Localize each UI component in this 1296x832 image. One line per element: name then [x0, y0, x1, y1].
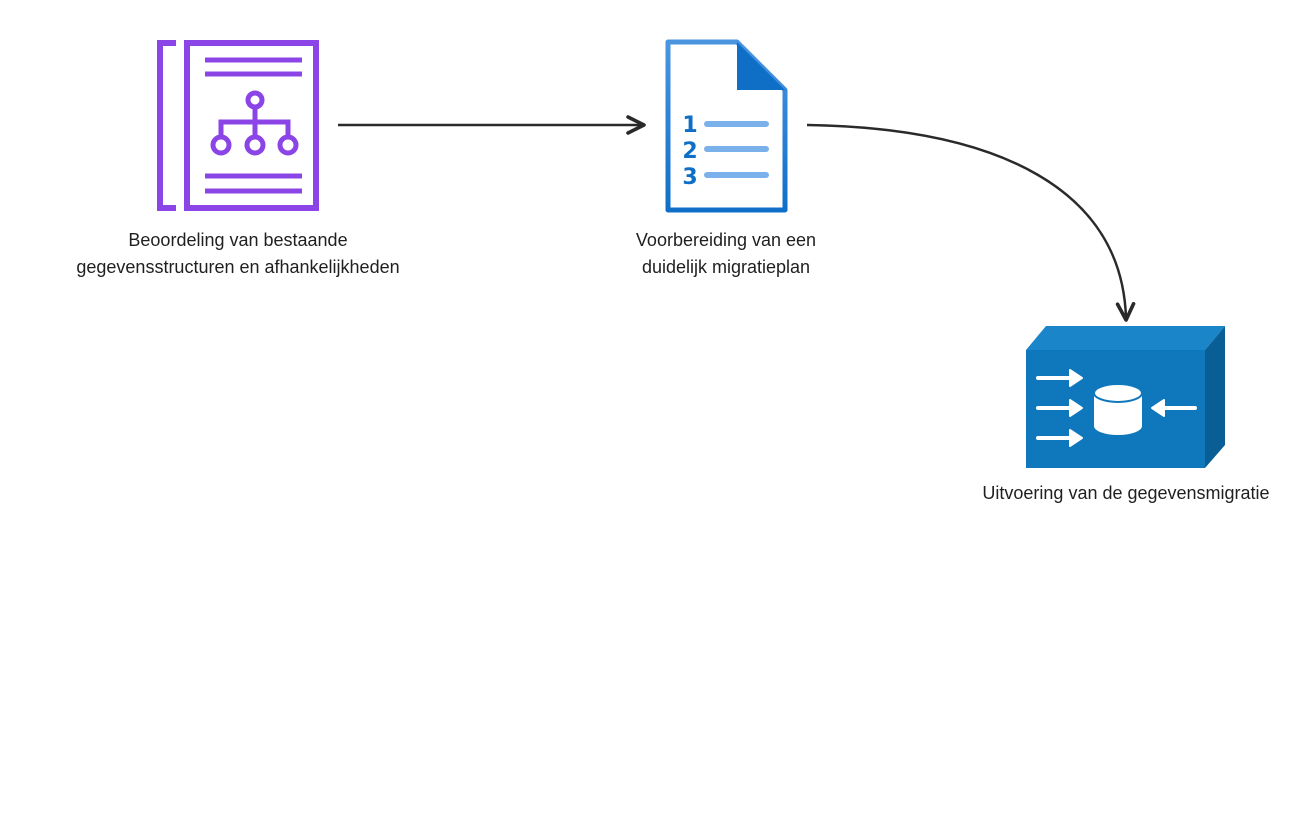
node-label-line: gegevensstructuren en afhankelijkheden: [76, 257, 400, 277]
list-number-1: 1: [682, 113, 697, 138]
node-label-line: Beoordeling van bestaande: [128, 230, 348, 250]
node-label-assessment: Beoordeling van bestaande gegevensstruct…: [40, 227, 436, 281]
node-label-line: Uitvoering van de gegevensmigratie: [982, 483, 1270, 503]
node-label-planning: Voorbereiding van een duidelijk migratie…: [586, 227, 866, 281]
numbered-list-document-icon: 1 2 3: [665, 39, 788, 213]
node-label-execution: Uitvoering van de gegevensmigratie: [956, 480, 1296, 507]
list-number-3: 3: [682, 165, 697, 190]
list-number-2: 2: [682, 139, 697, 164]
document-hierarchy-icon: [157, 40, 319, 211]
node-label-line: Voorbereiding van een: [635, 230, 817, 250]
edge-planning-to-execution: [806, 123, 1136, 322]
node-label-line: duidelijk migratieplan: [641, 257, 811, 277]
database-migration-icon: [1026, 326, 1225, 468]
